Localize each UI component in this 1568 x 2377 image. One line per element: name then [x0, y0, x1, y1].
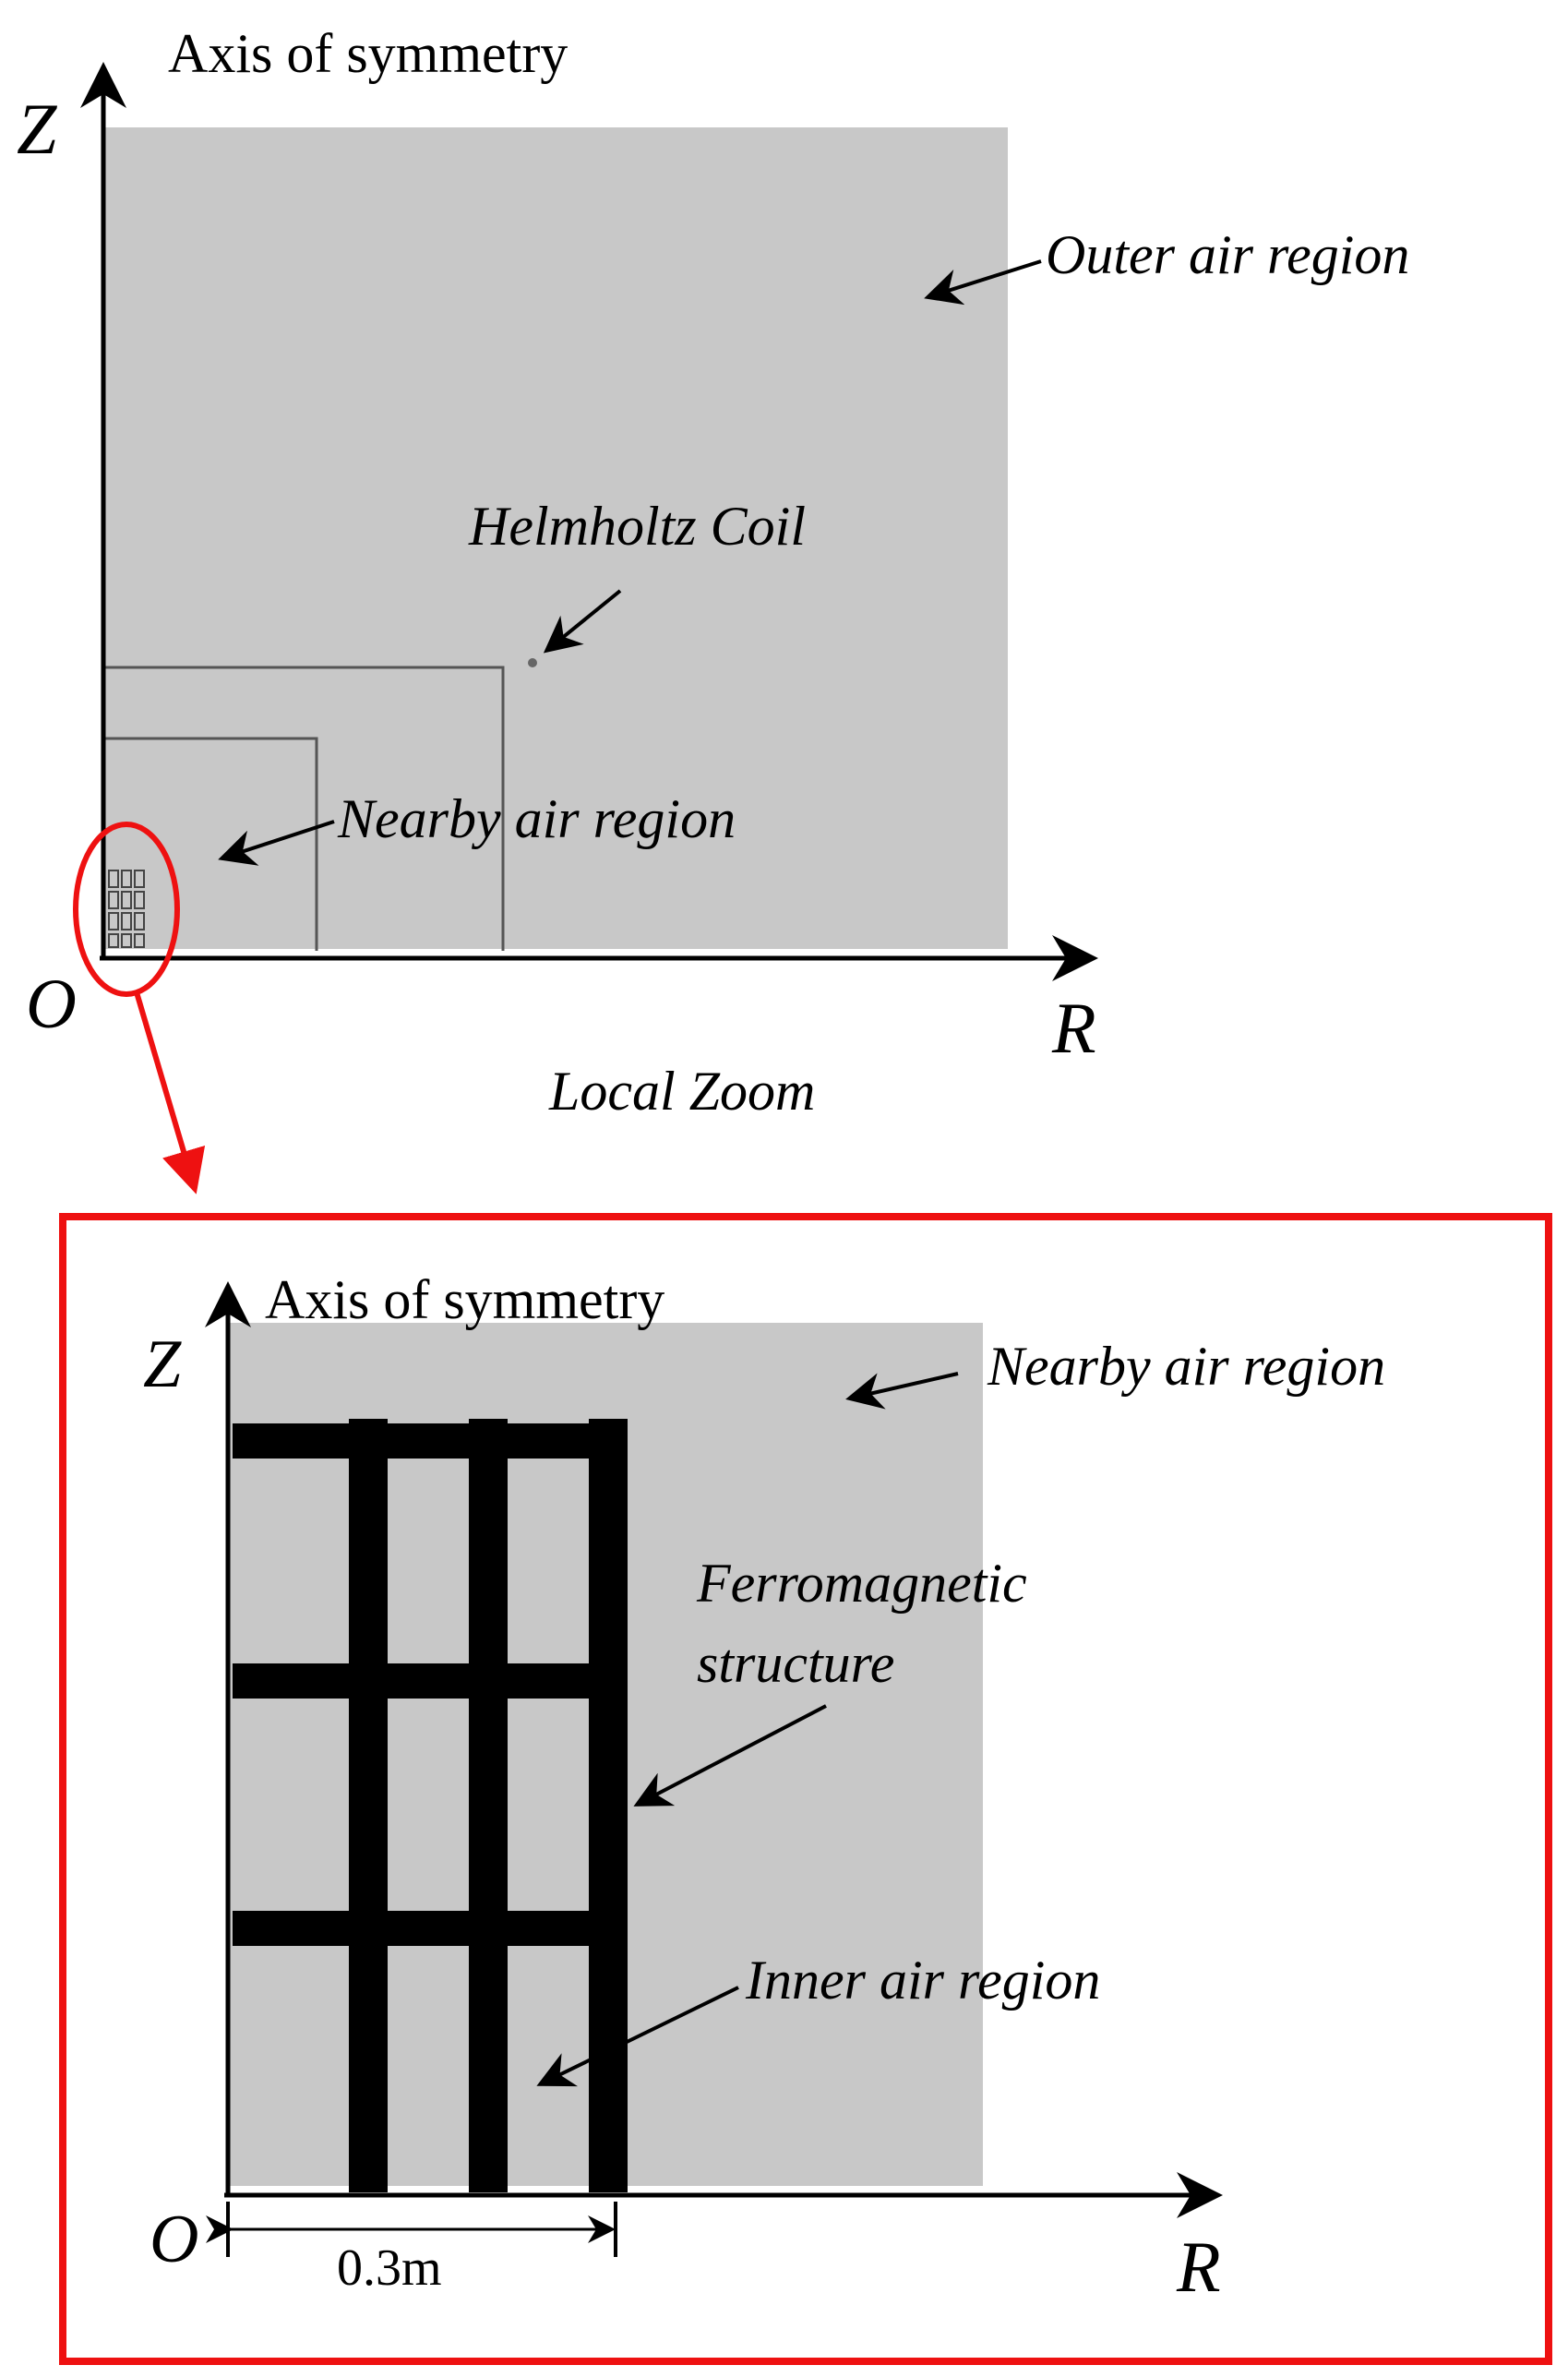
inner-air-region-arrow — [536, 1986, 739, 2087]
ferro-horizontal-bar-middle — [233, 1663, 628, 1699]
ferromagnetic-label-line1: Ferromagnetic — [696, 1553, 1027, 1614]
nearby-air-region-boundary — [103, 737, 318, 951]
dimension-label: 0.3m — [337, 2239, 442, 2297]
zoom-highlight-ellipse — [73, 822, 180, 997]
overview-axis-of-symmetry-label: Axis of symmetry — [168, 23, 568, 84]
ferro-horizontal-bar-top — [233, 1423, 628, 1459]
overview-z-label: Z — [17, 89, 58, 169]
overview-nearby-air-region-label: Nearby air region — [337, 788, 736, 849]
zoom-nearby-air-region-label: Nearby air region — [987, 1336, 1385, 1397]
zoom-nearby-air-region-arrow — [845, 1372, 959, 1410]
zoom-panel: 0.3m Axis of symmetry Z O R Nearby air r… — [59, 1213, 1552, 2365]
local-zoom-label: Local Zoom — [548, 1061, 815, 1122]
ferromagnetic-label-line2: structure — [697, 1633, 894, 1694]
overview-nearby-air-region-arrow — [218, 820, 335, 866]
helmholtz-coil-label: Helmholtz Coil — [468, 496, 806, 557]
outer-air-region-arrow — [924, 259, 1042, 306]
ferromagnetic-arrow — [633, 1704, 827, 1807]
ferro-horizontal-bar-bottom — [233, 1911, 628, 1946]
zoom-axis-of-symmetry-label: Axis of symmetry — [265, 1269, 664, 1330]
overview-origin-label: O — [26, 966, 77, 1043]
outer-air-region — [103, 127, 1008, 949]
ferromagnetic-structure — [233, 1419, 628, 2192]
ferro-vertical-bar-1 — [349, 1419, 388, 2192]
zoom-r-label: R — [1176, 2227, 1221, 2307]
inner-air-region-label: Inner air region — [745, 1950, 1100, 2011]
zoom-red-arrow — [134, 991, 206, 1195]
helmholtz-coil-dot — [528, 658, 537, 667]
helmholtz-coil-arrow — [543, 589, 622, 654]
zoom-panel-frame — [59, 1213, 1552, 2365]
overview-diagram: Axis of symmetry Z O R Outer air region … — [17, 23, 1409, 1195]
overview-r-label: R — [1051, 988, 1096, 1068]
outer-air-region-label: Outer air region — [1046, 224, 1409, 285]
zoom-origin-label: O — [150, 2202, 198, 2277]
ferro-vertical-bar-2 — [469, 1419, 508, 2192]
zoom-z-label: Z — [143, 1327, 182, 1402]
mini-ferromagnetic-structure — [108, 870, 145, 948]
dimension-marker — [206, 2202, 617, 2257]
ferro-vertical-bar-3 — [589, 1419, 628, 2192]
coil-region-boundary — [103, 666, 505, 951]
